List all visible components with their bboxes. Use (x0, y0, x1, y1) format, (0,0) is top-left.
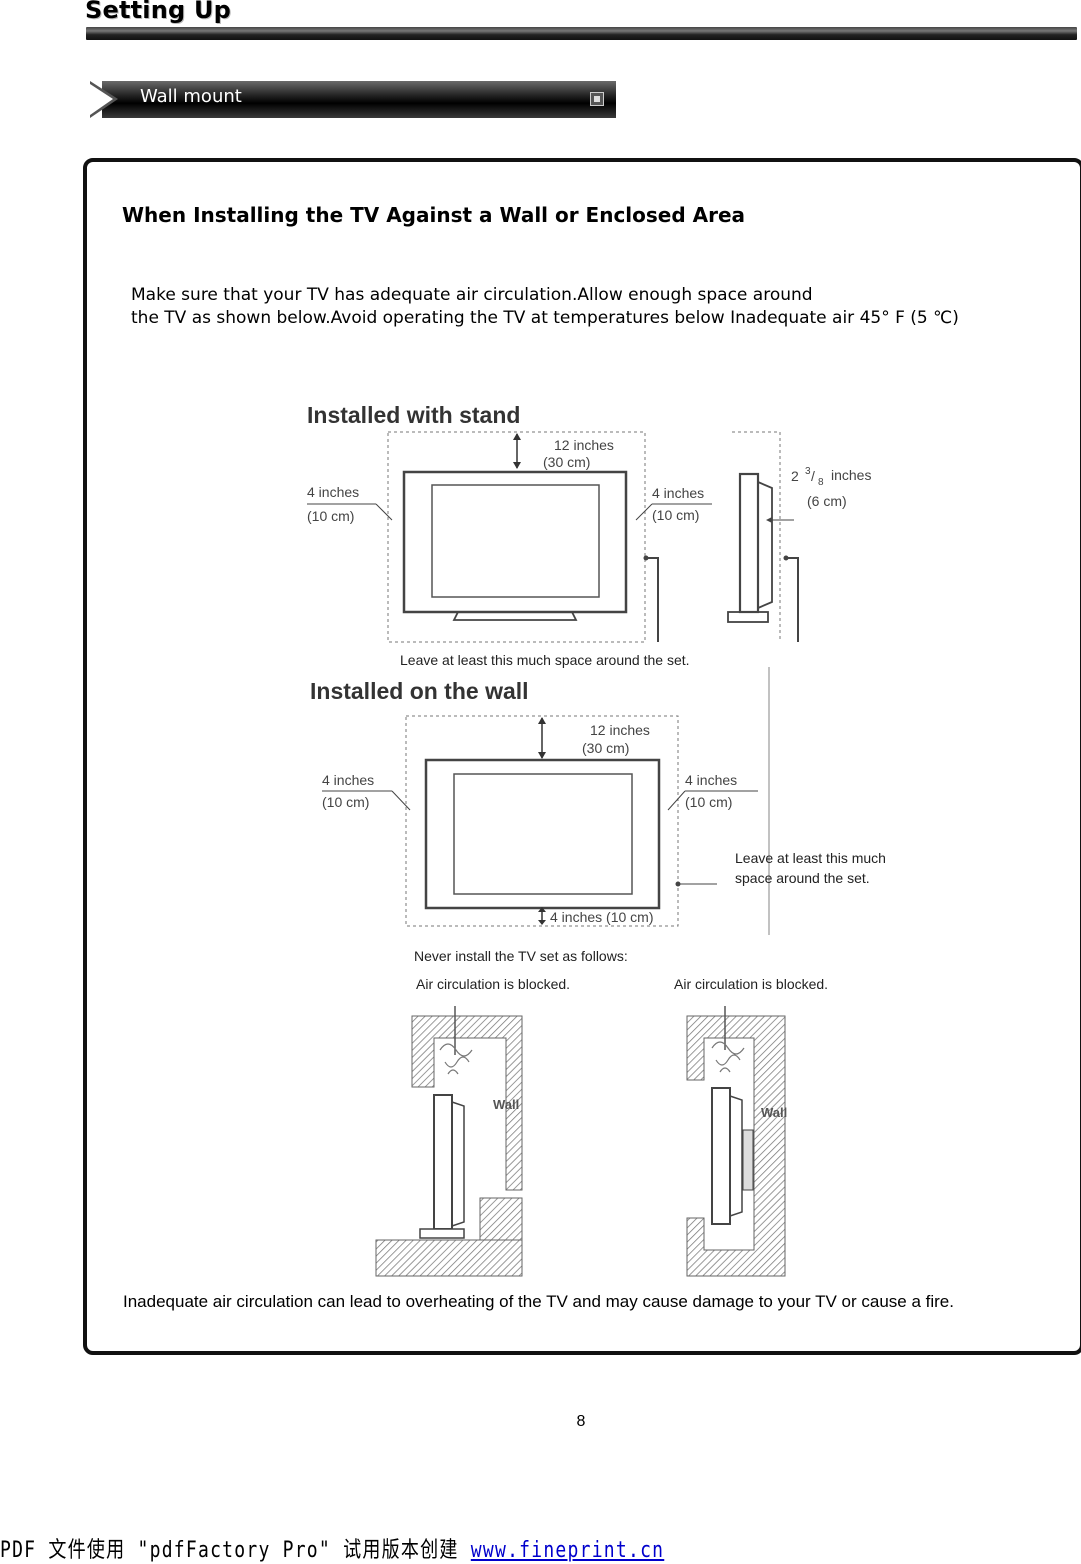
wall-clearance-zone (405, 715, 679, 927)
section-bar (102, 81, 616, 118)
section-arrow-inner-icon (90, 84, 113, 115)
footer-text: PDF 文件使用 "pdfFactory Pro" 试用版本创建 (0, 1538, 471, 1563)
header-rule (86, 27, 1077, 40)
stand-side-tv (738, 472, 760, 614)
side-whole: 2 (791, 468, 799, 484)
stand-top-inches: 12 inches (554, 437, 614, 453)
side-denominator: 8 (818, 477, 824, 488)
wall-title: Installed on the wall (310, 678, 529, 704)
stand-title: Installed with stand (307, 402, 520, 428)
wall-bottom-label: 4 inches (10 cm) (550, 909, 653, 925)
stand-tv-frame (402, 470, 628, 614)
stand-right-cm: (10 cm) (652, 507, 699, 523)
stand-left-inches: 4 inches (307, 484, 359, 500)
stand-base (452, 611, 578, 621)
never-left-caption: Air circulation is blocked. (416, 976, 570, 992)
page-title: Setting Up (85, 0, 232, 24)
wall-left-inches: 4 inches (322, 772, 374, 788)
stand-top-cm: (30 cm) (543, 454, 590, 470)
side-unit: inches (831, 467, 871, 483)
stand-tv-screen (431, 484, 600, 598)
wall-right-cm: (10 cm) (685, 794, 732, 810)
wall-top-cm: (30 cm) (582, 740, 629, 756)
warning-text: Inadequate air circulation can lead to o… (123, 1292, 954, 1311)
wall-left-cm: (10 cm) (322, 794, 369, 810)
stand-caption: Leave at least this much space around th… (400, 652, 690, 668)
section-label: Wall mount (140, 86, 242, 107)
pdf-footer: PDF 文件使用 "pdfFactory Pro" 试用版本创建 www.fin… (0, 1532, 664, 1564)
wall-right-inches: 4 inches (685, 772, 737, 788)
section-square-icon (590, 92, 604, 106)
left-wall-label: Wall (493, 1097, 519, 1112)
left-alcove-wall (411, 1015, 523, 1191)
never-right-caption: Air circulation is blocked. (674, 976, 828, 992)
never-title: Never install the TV set as follows: (414, 948, 628, 964)
left-floor (375, 1239, 523, 1277)
wall-caption-line-2: space around the set. (735, 870, 870, 886)
right-wall-label: Wall (761, 1105, 787, 1120)
content-heading: When Installing the TV Against a Wall or… (122, 203, 746, 227)
side-cm: (6 cm) (807, 493, 847, 509)
stand-left-cm: (10 cm) (307, 508, 354, 524)
installation-diagram: Installed with stand 12 inches (30 cm) 4… (307, 402, 886, 1277)
page-number: 8 (576, 1413, 586, 1430)
wall-top-inches: 12 inches (590, 722, 650, 738)
stand-right-inches: 4 inches (652, 485, 704, 501)
wall-tv-frame (424, 758, 661, 910)
intro-text-line-1: Make sure that your TV has adequate air … (131, 285, 813, 305)
side-numerator: 3 (805, 466, 811, 477)
right-alcove-wall (686, 1015, 786, 1277)
footer-link[interactable]: www.fineprint.cn (470, 1538, 665, 1563)
svg-text:/: / (811, 468, 815, 484)
wall-caption-line-1: Leave at least this much (735, 850, 886, 866)
intro-text-line-2: the TV as shown below.Avoid operating th… (131, 308, 959, 328)
stand-clearance-zone (387, 431, 646, 643)
wall-tv-screen (453, 773, 633, 895)
